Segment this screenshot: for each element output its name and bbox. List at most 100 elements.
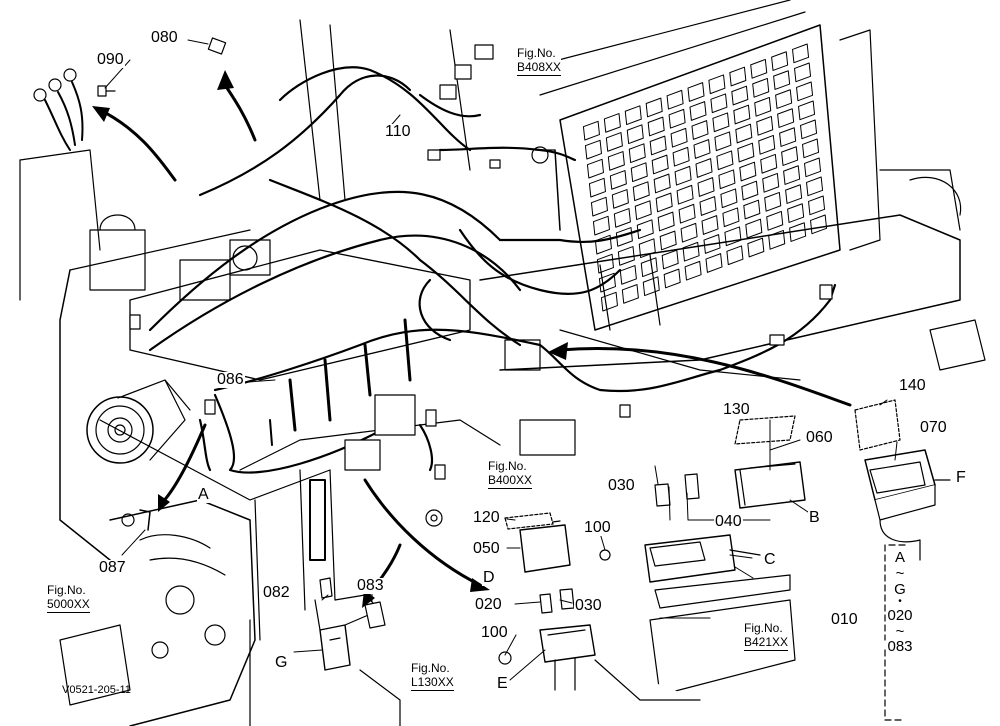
fig-ref-5000-code: 5000XX <box>47 596 90 613</box>
grille-cell <box>657 211 675 232</box>
grille-cell <box>701 215 719 235</box>
fig-ref-l130-prefix: Fig.No. <box>411 661 450 675</box>
reference-arrows <box>98 83 852 602</box>
range-start-letter: A <box>894 549 905 566</box>
grille-cell <box>653 173 671 194</box>
grille-cell <box>670 127 688 148</box>
part-030-label-upper: 030 <box>607 477 636 494</box>
grille-cell <box>598 272 616 293</box>
harness-connectors <box>129 37 833 480</box>
relay-box-070 <box>854 399 951 561</box>
grille-cell <box>626 124 644 145</box>
grille-cell <box>596 253 614 274</box>
grille-cell <box>750 58 768 79</box>
grille-cell <box>592 215 610 236</box>
part-100-label-upper: 100 <box>583 519 612 536</box>
grille-cell <box>800 119 818 140</box>
section-letter-d: D <box>482 569 496 586</box>
grille-cell <box>764 191 782 212</box>
grille-cell <box>810 214 828 235</box>
grille-cell <box>582 120 600 141</box>
battery-cables <box>33 68 116 151</box>
grille-cell <box>687 82 705 102</box>
fig-ref-l130[interactable]: Fig.No. L130XX <box>411 661 454 691</box>
fig-ref-b400-prefix: Fig.No. <box>488 459 527 473</box>
grille-cell <box>747 237 765 258</box>
grille-cell <box>708 74 726 95</box>
grille-cell <box>760 153 778 174</box>
grille-cell <box>726 245 744 266</box>
part-070-label: 070 <box>919 419 948 436</box>
part-010-range-note: A ~ G • 020 ~ 083 <box>876 550 924 655</box>
grille-cell <box>756 115 774 136</box>
fig-ref-b408-code: B408XX <box>517 59 562 76</box>
grille-cell <box>642 276 660 297</box>
part-110-label: 110 <box>384 123 412 140</box>
grille-cell <box>611 189 629 209</box>
fig-ref-b400[interactable]: Fig.No. B400XX <box>488 459 533 489</box>
fig-ref-b400-code: B400XX <box>488 472 533 489</box>
part-030-label-lower: 030 <box>574 597 603 614</box>
section-letter-e: E <box>496 675 509 692</box>
grille-cell <box>672 146 690 167</box>
grille-cell <box>731 85 749 106</box>
range-end-number: 083 <box>887 638 913 656</box>
grille-cell <box>695 158 713 178</box>
grille-cell <box>705 253 723 273</box>
grille-cell <box>640 257 658 278</box>
grille-cell <box>745 218 763 239</box>
engine-top <box>89 214 576 456</box>
section-letter-c: C <box>763 551 777 568</box>
grille-cell <box>586 158 604 179</box>
part-090-label: 090 <box>96 51 125 68</box>
grille-cell <box>781 146 799 166</box>
grille-cell <box>758 134 776 155</box>
grille-cell <box>789 222 807 242</box>
fig-ref-5000[interactable]: Fig.No. 5000XX <box>47 583 90 613</box>
grille-cell <box>645 97 663 118</box>
grille-cell <box>621 284 639 304</box>
grille-cell <box>722 207 740 228</box>
fig-ref-b421[interactable]: Fig.No. B421XX <box>744 621 789 651</box>
grille-cell <box>752 77 770 98</box>
grille-cell <box>802 138 820 159</box>
grille-cell <box>674 165 692 186</box>
grille-cell <box>773 70 791 90</box>
main-harness <box>148 66 837 474</box>
grille-cell <box>710 93 728 114</box>
fig-ref-b421-prefix: Fig.No. <box>744 621 783 635</box>
part-040-label: 040 <box>714 513 743 530</box>
grille-cell <box>590 196 608 217</box>
grille-cell <box>798 100 816 121</box>
grille-cell <box>647 116 665 137</box>
grille-cell <box>689 101 707 121</box>
grille-cell <box>609 170 627 190</box>
grille-cell <box>655 192 673 213</box>
grille-cell <box>808 195 826 216</box>
grille-cell <box>649 135 667 156</box>
grille-cell <box>615 227 633 247</box>
grille-cell <box>771 51 789 71</box>
grille-cell <box>794 62 812 83</box>
grille-cell <box>785 184 803 204</box>
grille-cell <box>743 199 761 220</box>
fig-ref-b408-prefix: Fig.No. <box>517 46 556 60</box>
grille-cell <box>605 132 623 152</box>
section-letter-f: F <box>955 469 967 486</box>
part-140-label: 140 <box>898 377 927 394</box>
grille-cell <box>735 123 753 144</box>
grille-cell <box>714 131 732 152</box>
grille-cell <box>716 150 734 171</box>
drawing-code: V0521-205-11 <box>62 684 131 696</box>
grille-cell <box>703 234 721 254</box>
grille-cell <box>680 222 698 243</box>
grille-cell <box>739 161 757 182</box>
part-082-label: 082 <box>262 584 291 601</box>
rear-grille <box>519 0 881 331</box>
grille-cell <box>661 249 679 270</box>
fig-ref-l130-code: L130XX <box>411 674 454 691</box>
fig-ref-b408[interactable]: Fig.No. B408XX <box>517 46 562 76</box>
grille-cell <box>613 208 631 228</box>
part-120-label: 120 <box>472 509 501 526</box>
